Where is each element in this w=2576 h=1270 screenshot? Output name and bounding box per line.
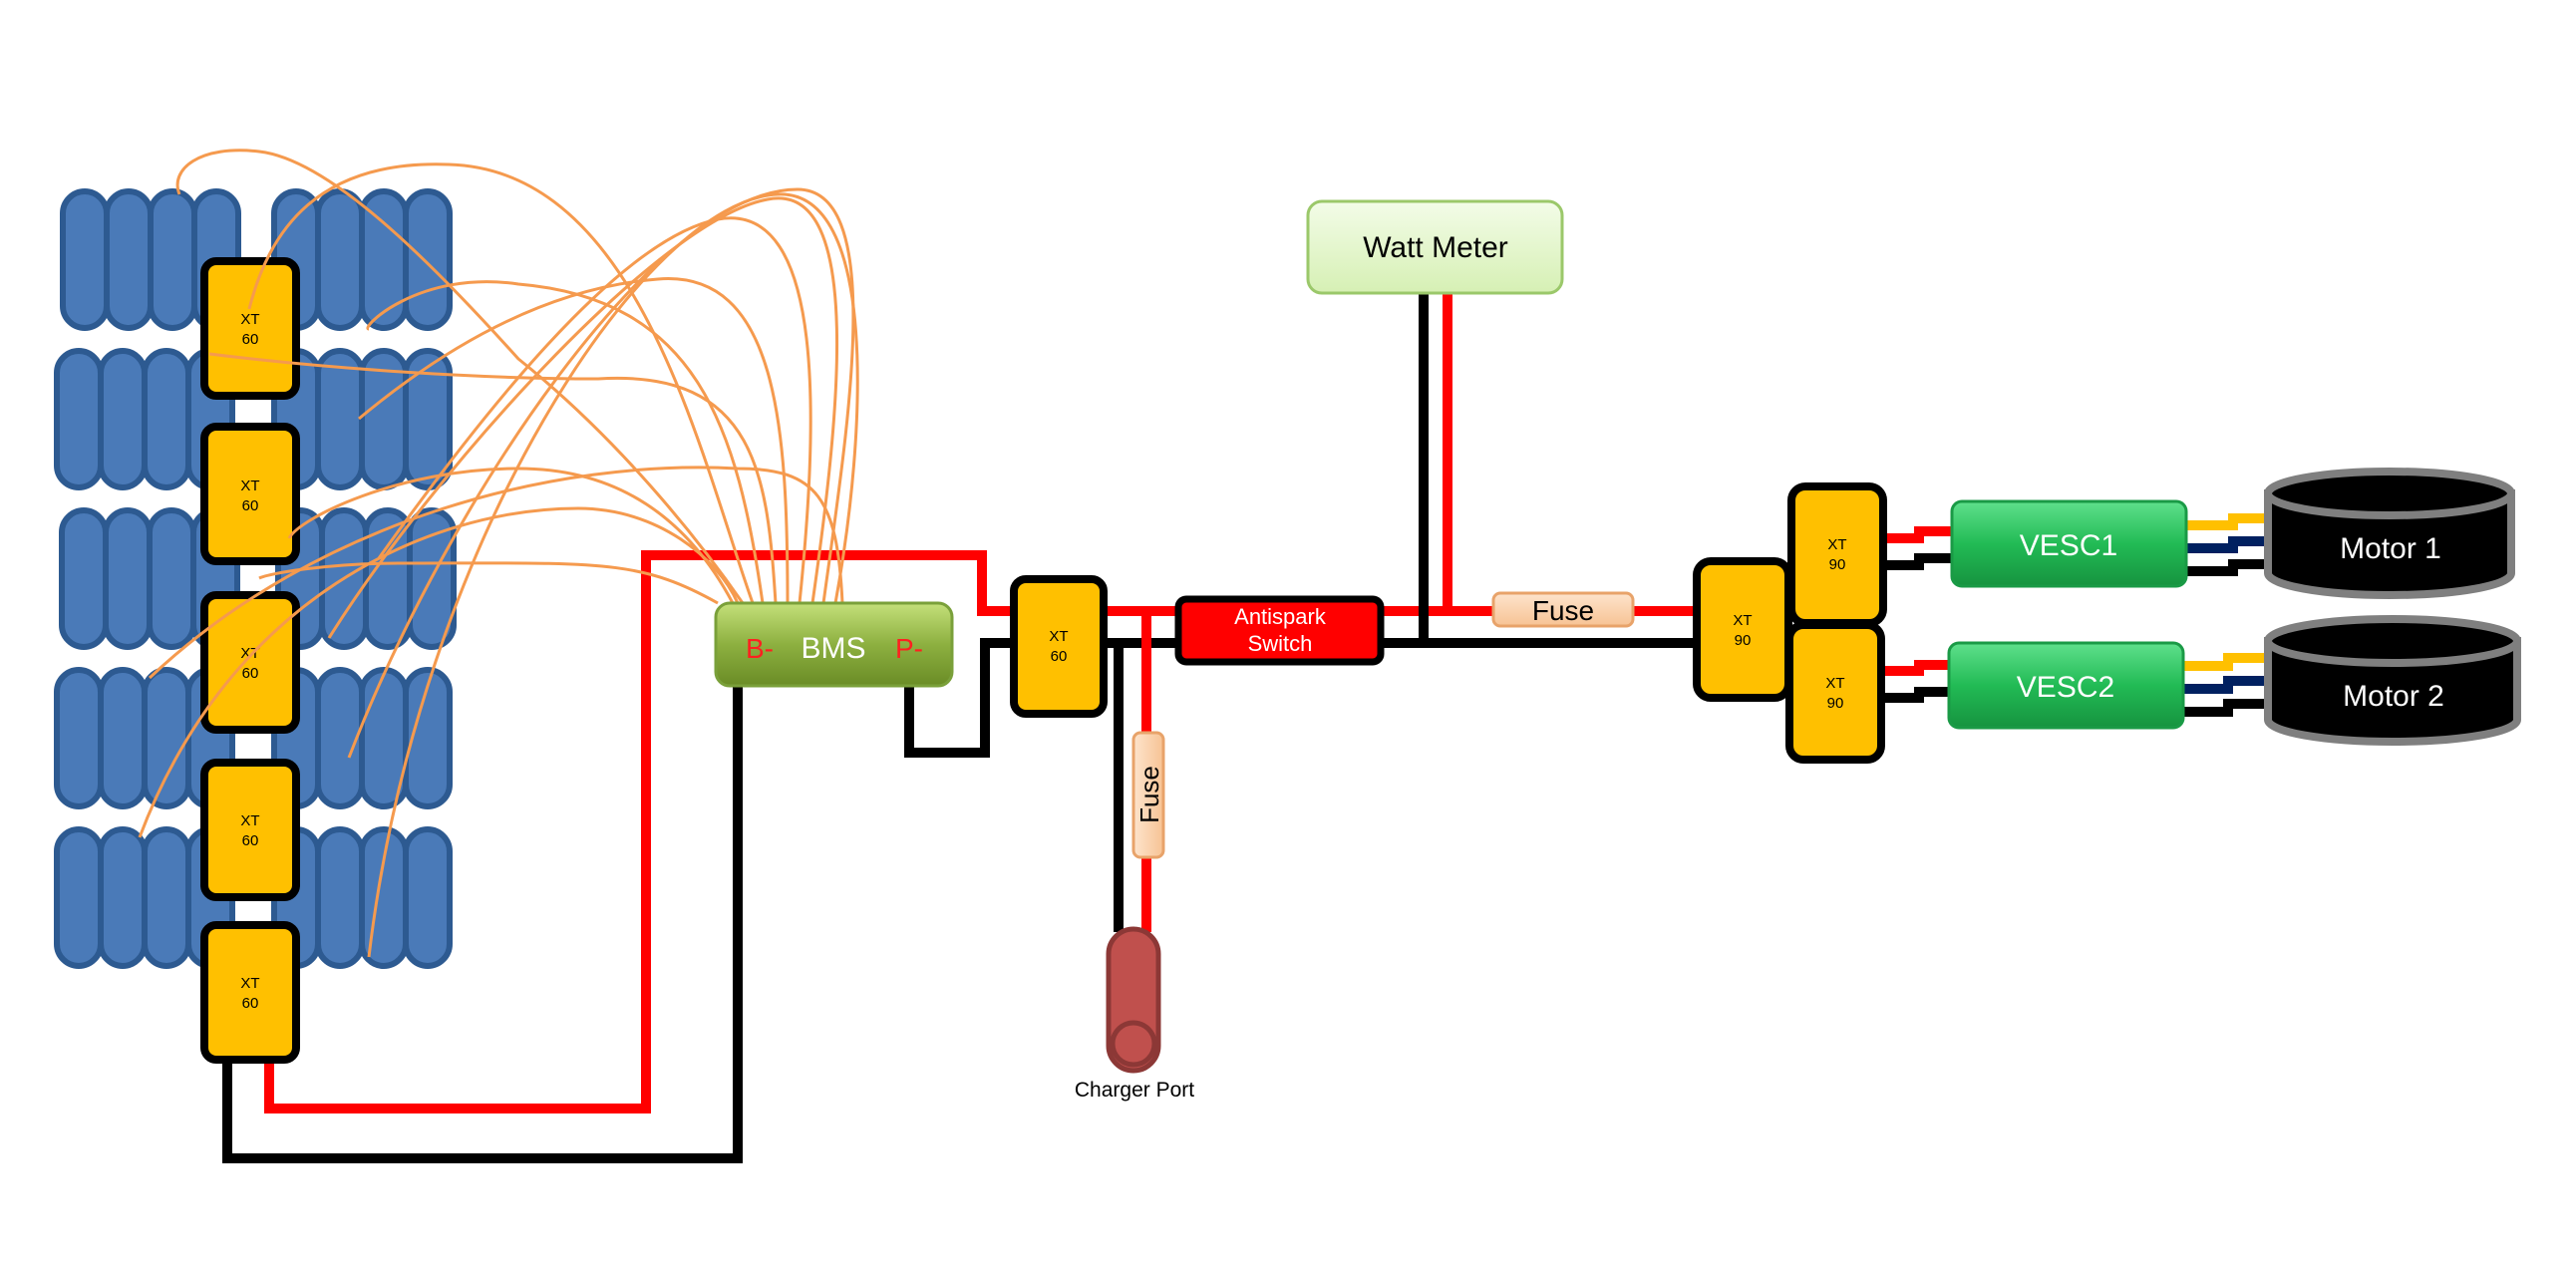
bms-label: BMS [801, 632, 865, 665]
motor2-label: Motor 2 [2343, 680, 2444, 713]
xt90-vesc2-connector: XT 90 [1785, 621, 1885, 764]
svg-text:XT: XT [240, 311, 259, 328]
watt-meter: Watt Meter [1306, 199, 1564, 295]
svg-text:90: 90 [1829, 556, 1846, 573]
svg-text:60: 60 [1051, 648, 1068, 665]
xt60-connector: XT 60 [200, 759, 300, 901]
svg-text:60: 60 [242, 497, 259, 514]
motor2: Motor 2 [2264, 615, 2521, 746]
vesc1-label: VESC1 [2020, 529, 2117, 562]
svg-text:XT: XT [1827, 536, 1846, 553]
xt90-vesc1-connector: XT 90 [1787, 482, 1887, 627]
svg-text:90: 90 [1735, 632, 1752, 649]
svg-text:XT: XT [1049, 628, 1068, 645]
bms-bminus-label: B- [746, 633, 774, 664]
vesc2: VESC2 [1947, 641, 2185, 730]
motor2-phase-wires [2178, 653, 2268, 717]
bms-module: B- BMS P- [714, 601, 954, 688]
svg-text:XT: XT [240, 812, 259, 829]
cell-group-r2-left [54, 348, 235, 490]
svg-text:90: 90 [1827, 695, 1844, 712]
vesc2-label: VESC2 [2017, 671, 2114, 704]
svg-text:XT: XT [240, 477, 259, 494]
charger-port: Charger Port [1075, 926, 1194, 1102]
pack-negative-wire [222, 658, 743, 1163]
cell-group-r3-right [275, 507, 457, 650]
vesc1-negative-wire [1882, 553, 1964, 570]
bms-pminus-label: P- [895, 633, 923, 664]
antispark-switch: Antispark Switch [1174, 595, 1385, 666]
xt60-connector: XT 60 [200, 423, 300, 565]
svg-text:60: 60 [242, 331, 259, 348]
vesc1-positive-wire [1882, 526, 1964, 543]
vesc2-negative-wire [1882, 687, 1959, 703]
charger-port-label: Charger Port [1075, 1079, 1194, 1102]
motor1: Motor 1 [2264, 468, 2515, 599]
main-fuse-label: Fuse [1532, 595, 1594, 626]
motor1-label: Motor 1 [2340, 532, 2441, 565]
svg-text:60: 60 [242, 995, 259, 1012]
xt60-connector: XT 60 [200, 257, 300, 400]
antispark-line1: Antispark [1234, 604, 1327, 629]
motor1-phase-wires [2183, 513, 2268, 576]
battery-pack [54, 188, 457, 969]
xt60-connector: XT 60 [200, 591, 300, 734]
cell-group-r4-right [271, 667, 453, 809]
xt90-main-connector: XT 90 [1693, 557, 1792, 702]
cell-group-r5-right [271, 826, 453, 969]
svg-text:XT: XT [240, 975, 259, 992]
charger-fuse: Fuse [1131, 731, 1165, 859]
main-fuse: Fuse [1491, 591, 1635, 628]
antispark-line2: Switch [1248, 631, 1313, 656]
pack-positive-wire [264, 550, 1057, 1113]
svg-text:60: 60 [242, 832, 259, 849]
svg-text:60: 60 [242, 665, 259, 682]
bms-output-wire [904, 638, 1057, 758]
balance-leads [138, 149, 859, 958]
xt60-connector: XT 60 [200, 921, 300, 1064]
xt60-output-connector: XT 60 [1010, 575, 1108, 718]
svg-text:XT: XT [1825, 675, 1844, 692]
charger-fuse-label: Fuse [1134, 766, 1164, 823]
vesc1: VESC1 [1950, 499, 2188, 588]
vesc2-positive-wire [1882, 660, 1959, 676]
watt-meter-label: Watt Meter [1363, 231, 1508, 264]
svg-text:XT: XT [1733, 612, 1752, 629]
